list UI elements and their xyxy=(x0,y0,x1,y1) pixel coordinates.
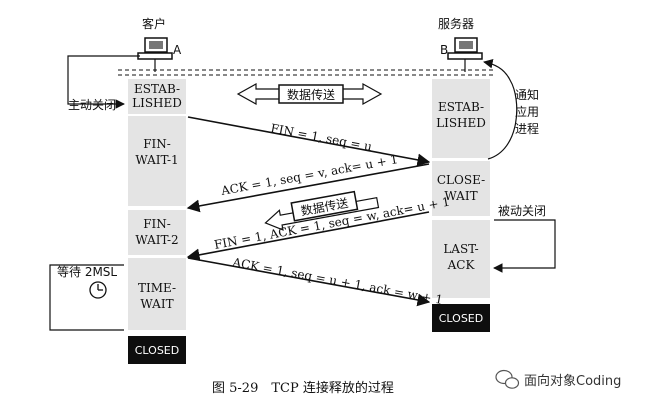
client-closed-label: CLOSED xyxy=(135,344,179,357)
client-computer-icon xyxy=(137,37,173,60)
active-close-arrow xyxy=(67,55,140,109)
passive-close-label: 被动关闭 xyxy=(498,204,546,218)
server-last-ack-line2: ACK xyxy=(447,258,476,272)
server-last-ack-line1: LAST- xyxy=(443,242,478,256)
client-state-column: ESTAB- LISHED FIN- WAIT-1 FIN- WAIT-2 TI… xyxy=(128,79,186,330)
fin1-arrow xyxy=(187,116,431,167)
server-established-line2: LISHED xyxy=(436,116,486,130)
notify-app-arrow xyxy=(483,58,518,160)
client-state-time-wait xyxy=(128,258,186,330)
server-state-close-wait xyxy=(432,161,490,216)
notify-app-line1: 通知 xyxy=(515,88,539,102)
client-established-line1: ESTAB- xyxy=(134,82,180,96)
time-wait-bracket xyxy=(49,264,124,331)
server-state-last-ack xyxy=(432,220,490,298)
passive-close-arrow xyxy=(493,219,556,273)
watermark-text: 面向对象Coding xyxy=(524,373,621,389)
server-state-column: ESTAB- LISHED CLOSE- WAIT LAST- ACK xyxy=(432,79,490,298)
client-fin-wait1-line1: FIN- xyxy=(143,137,171,151)
server-established-line1: ESTAB- xyxy=(438,100,484,114)
server-letter: B xyxy=(440,43,448,57)
client-fin-wait2-line1: FIN- xyxy=(143,217,171,231)
data-transfer-box-1 xyxy=(278,84,344,104)
server-label: 服务器 xyxy=(438,16,474,31)
notify-app-line2: 应用 xyxy=(515,104,539,119)
server-close-wait-line2: WAIT xyxy=(444,189,477,203)
client-fin-wait1-line2: WAIT-1 xyxy=(135,153,178,167)
figure-caption: 图 5-29 TCP 连接释放的过程 xyxy=(212,380,394,396)
data-transfer-label-1: 数据传送 xyxy=(287,87,335,102)
server-close-wait-line1: CLOSE- xyxy=(437,173,485,187)
server-state-established xyxy=(432,79,490,158)
server-state-closed xyxy=(432,304,490,332)
client-fin-wait2-line2: WAIT-2 xyxy=(135,233,178,247)
client-established-line2: LISHED xyxy=(132,96,182,110)
data-transfer-box-2 xyxy=(290,190,359,222)
client-state-established xyxy=(128,79,186,114)
data-transfer-arrow-2: 数据传送 xyxy=(264,190,380,231)
server-closed-label: CLOSED xyxy=(439,312,483,325)
fin2-arrow xyxy=(186,211,430,262)
client-state-closed xyxy=(128,336,186,364)
fin1-message: FIN = 1, seq = u xyxy=(269,121,373,154)
client-state-fin-wait-1 xyxy=(128,116,186,206)
client-state-fin-wait-2 xyxy=(128,210,186,255)
ack1-arrow xyxy=(186,163,430,213)
client-label: 客户 xyxy=(142,16,166,31)
active-close-label: 主动关闭 xyxy=(68,98,116,112)
server-computer-icon xyxy=(447,37,483,60)
clock-icon xyxy=(89,281,107,299)
ack2-message: ACK = 1, seq = u + 1, ack = w + 1 xyxy=(230,255,444,307)
notify-app-line3: 进程 xyxy=(515,121,539,136)
ack2-arrow xyxy=(187,257,431,307)
wait-2msl-label: 等待 2MSL xyxy=(57,265,117,279)
client-time-wait-line1: TIME- xyxy=(138,281,176,295)
client-time-wait-line2: WAIT xyxy=(140,297,173,311)
client-letter: A xyxy=(173,43,182,57)
wechat-logo-icon xyxy=(495,369,520,389)
